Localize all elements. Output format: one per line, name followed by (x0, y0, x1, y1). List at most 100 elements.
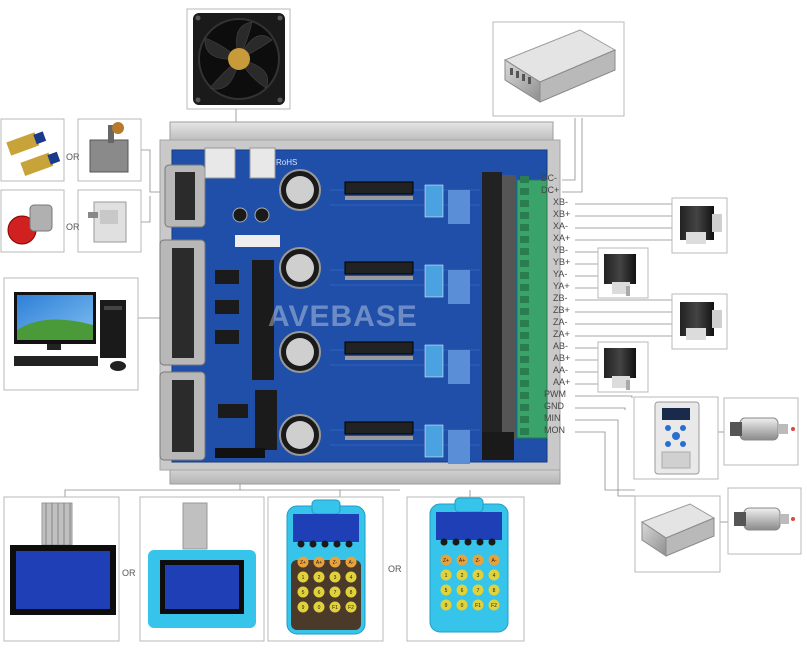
or-label-sensors: OR (66, 152, 80, 162)
terminal-label: XB+ (553, 209, 571, 219)
stepper-motor-a (597, 341, 649, 393)
terminal-screw (520, 308, 529, 315)
keypad-key (472, 569, 484, 581)
keypad-key (313, 601, 325, 613)
keypad-key-label: F1 (332, 605, 338, 611)
keypad-key (345, 586, 357, 598)
keypad-key (440, 599, 452, 611)
keypad-key-label: F2 (491, 603, 497, 609)
power-supply-top (492, 21, 625, 117)
keypad-key-label: Z- (476, 558, 481, 564)
terminal-label: MON (544, 425, 565, 435)
keypad-key (472, 554, 484, 566)
keypad-key-label: Z- (333, 560, 338, 566)
terminal-screw (520, 188, 529, 195)
keypad-key (472, 599, 484, 611)
terminal-label: XB- (553, 197, 569, 207)
watermark: AVEBASE (268, 300, 418, 333)
terminal-screw (520, 296, 529, 303)
lcd-module-2 (139, 496, 265, 642)
terminal-label: AA- (553, 365, 569, 375)
keypad-key-label: F2 (348, 605, 354, 611)
keypad-key-label: 1 (302, 575, 305, 581)
or-label-lcd: OR (122, 568, 136, 578)
connection-lines (64, 104, 728, 523)
terminal-screw (520, 320, 529, 327)
terminal-screw (520, 332, 529, 339)
keypad-key-label: 1 (445, 573, 448, 579)
keypad-key-label: Z+ (300, 560, 306, 566)
limit-switch-roller (77, 118, 142, 182)
keypad-key-label: A+ (316, 560, 322, 566)
keypad-key (345, 571, 357, 583)
terminal-label: ZB+ (553, 305, 570, 315)
keypad-key-label: 0 (318, 605, 321, 611)
keypad-key (488, 584, 500, 596)
keypad-key-label: 8 (493, 588, 496, 594)
keypad-key-label: A- (349, 560, 354, 566)
lcd-module-1 (3, 496, 120, 642)
keypad-key-label: 4 (493, 573, 496, 579)
terminal-screw (520, 428, 529, 435)
terminal-screw (520, 260, 529, 267)
terminal-screw (520, 272, 529, 279)
keypad-key (313, 571, 325, 583)
keypad-key (297, 571, 309, 583)
pendant-button (297, 540, 305, 548)
spindle-motor-2 (727, 487, 802, 555)
keypad-key (329, 571, 341, 583)
terminal-screw (520, 200, 529, 207)
keypad-key-label: 7 (334, 590, 337, 596)
keypad-key (440, 569, 452, 581)
keypad-key-label: F1 (475, 603, 481, 609)
terminal-label: AB- (553, 341, 569, 351)
terminal-screw (520, 368, 529, 375)
terminal-label: GND (544, 401, 564, 411)
keypad-key (456, 599, 468, 611)
emergency-stop-button (0, 189, 65, 253)
terminal-screw (520, 212, 529, 219)
board-marking: RoHS (276, 158, 298, 167)
terminal-label: DC- (541, 173, 557, 183)
keypad-key (440, 584, 452, 596)
terminal-screw (520, 356, 529, 363)
terminal-label: XA+ (553, 233, 571, 243)
terminal-label: DC+ (541, 185, 560, 195)
terminal-label: MIN (544, 413, 561, 423)
keypad-key (313, 556, 325, 568)
terminal-screw (520, 404, 529, 411)
keypad-key (345, 556, 357, 568)
pendant-button (321, 540, 329, 548)
terminal-label: YB- (553, 245, 569, 255)
keypad-key (329, 556, 341, 568)
terminal-label: AB+ (553, 353, 571, 363)
keypad-key-label: 6 (461, 588, 464, 594)
terminal-screw (520, 284, 529, 291)
keypad-key (488, 599, 500, 611)
power-supply-bottom (634, 495, 721, 573)
keypad-key-label: 4 (350, 575, 353, 581)
keypad-key-label: A+ (459, 558, 465, 564)
keypad-key-label: 0 (461, 603, 464, 609)
terminal-screw (520, 344, 529, 351)
terminal-label: AA+ (553, 377, 571, 387)
terminal-label: ZA- (553, 317, 568, 327)
keypad-key-label: 2 (318, 575, 321, 581)
limit-switch-plunger (77, 189, 142, 253)
keypad-key (440, 554, 452, 566)
pendant-button (464, 538, 472, 546)
pendant-button (488, 538, 496, 546)
terminal-screw (520, 224, 529, 231)
keypad-key (472, 584, 484, 596)
keypad-key-label: 2 (461, 573, 464, 579)
or-label-switches: OR (66, 222, 80, 232)
stepper-motor-y (597, 247, 649, 299)
keypad-key (297, 601, 309, 613)
pendant-button (440, 538, 448, 546)
keypad-key-label: 3 (477, 573, 480, 579)
pendant-button (476, 538, 484, 546)
